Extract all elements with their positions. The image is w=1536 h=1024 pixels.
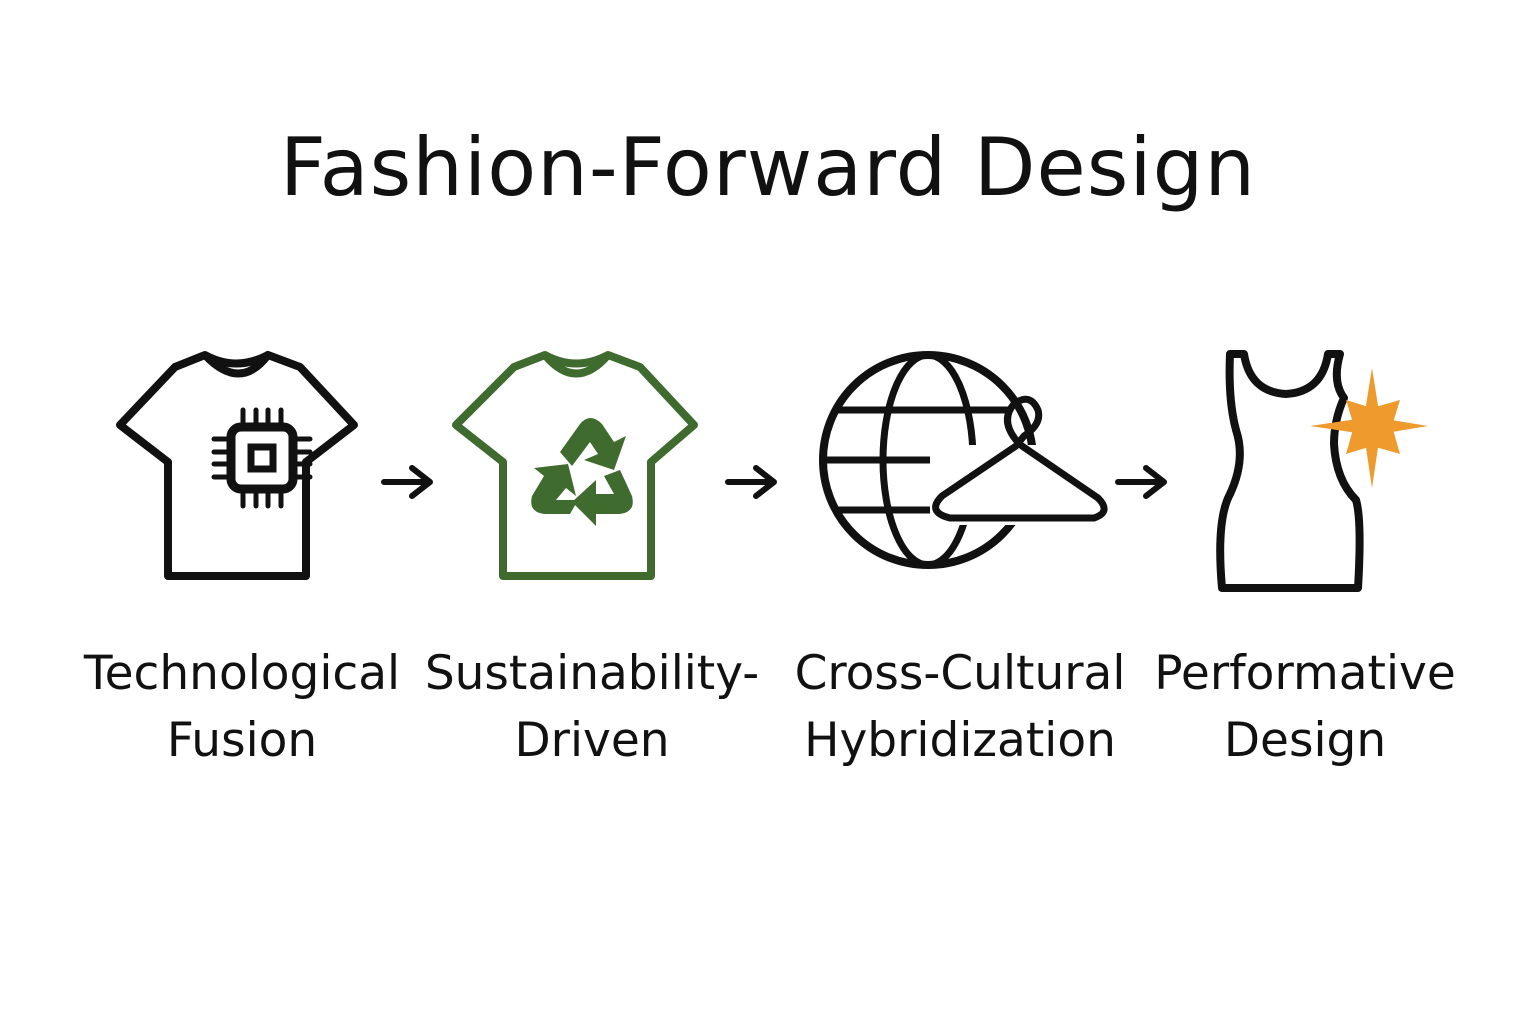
sparkle-icon: [1310, 368, 1428, 488]
stage-label-cross-cultural-hybridization: Cross-Cultural Hybridization: [790, 640, 1130, 774]
stage-label-line2: Fusion: [166, 713, 318, 768]
globe-hanger-icon: [819, 351, 1115, 569]
stage-label-sustainability-driven: Sustainability- Driven: [424, 640, 760, 774]
arrow-right-icon: [381, 465, 433, 499]
stage-label-line2: Design: [1223, 713, 1387, 768]
stage-label-performative-design: Performative Design: [1150, 640, 1460, 774]
stage-label-line2: Driven: [514, 713, 670, 768]
diagram-title: Fashion-Forward Design: [279, 121, 1257, 214]
tshirt-chip-icon: [116, 351, 358, 580]
tank-dress-sparkle-icon: [1216, 350, 1428, 592]
stage-label-line1: Technological: [83, 646, 401, 701]
stage-label-line1: Sustainability-: [424, 646, 760, 701]
stage-label-line1: Performative: [1154, 646, 1456, 701]
tshirt-recycle-icon: [452, 351, 698, 580]
stage-label-technological-fusion: Technological Fusion: [82, 640, 402, 774]
arrow-right-icon: [1115, 465, 1167, 499]
stage-label-line2: Hybridization: [804, 713, 1116, 768]
arrow-right-icon: [725, 465, 777, 499]
stage-label-line1: Cross-Cultural: [794, 646, 1126, 701]
